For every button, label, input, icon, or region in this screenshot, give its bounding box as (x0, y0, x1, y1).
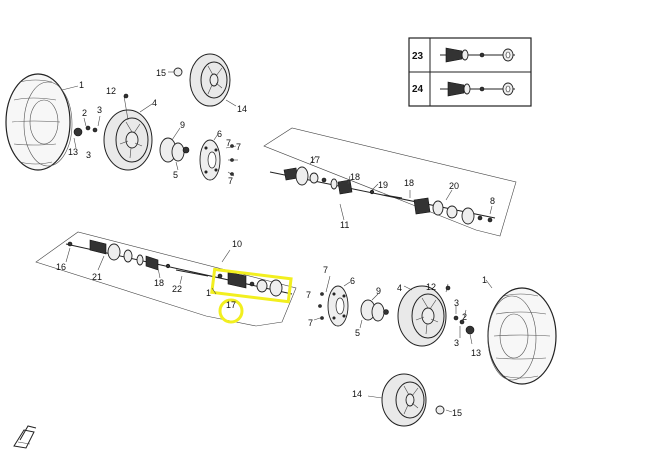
callout-1-right: 1 (482, 275, 487, 285)
callout-7-right-c: 7 (308, 318, 313, 328)
tire-right (487, 287, 557, 385)
callout-3-right-a: 3 (454, 298, 459, 308)
callout-1-left: 1 (79, 80, 84, 90)
callout-15-top: 15 (156, 68, 166, 78)
callout-4-left: 4 (152, 98, 157, 108)
callout-7-right-b: 7 (306, 290, 311, 300)
callout-22: 22 (172, 284, 182, 294)
callout-7-left-b: 7 (236, 142, 241, 152)
highlight-box-part-17 (210, 267, 293, 304)
legend-panel: 23 24 (408, 37, 532, 107)
callout-18-a: 18 (350, 172, 360, 182)
callout-19: 19 (378, 180, 388, 190)
callout-3-right-b: 3 (454, 338, 459, 348)
legend-row-23-number: 23 (412, 51, 424, 62)
callout-14-top: 14 (237, 104, 247, 114)
cv-joint-assembly-17 (217, 271, 283, 297)
callout-9-left: 9 (180, 120, 185, 130)
callout-21: 21 (92, 272, 102, 282)
callout-12-right: 12 (426, 282, 436, 292)
hub-right (360, 299, 389, 322)
callout-2-right: 2 (462, 312, 467, 322)
callout-20: 20 (449, 181, 459, 191)
callout-4-right: 4 (397, 283, 402, 293)
callout-6-left: 6 (217, 129, 222, 139)
callout-2-left: 2 (82, 108, 87, 118)
callout-11: 11 (340, 220, 349, 230)
callout-1-lower-shaft: 1 (206, 288, 211, 298)
spare-wheel-top (189, 53, 231, 107)
highlight-circle-callout-17 (218, 298, 244, 324)
callout-14-bottom: 14 (352, 389, 362, 399)
legend-row-24-number: 24 (412, 84, 424, 95)
legend-row-23-shaft-icon (440, 47, 515, 63)
callout-5-left: 5 (173, 170, 178, 180)
legend-row-24-shaft-icon (440, 81, 515, 97)
callout-3-left-a: 3 (97, 105, 102, 115)
callout-18-b: 18 (404, 178, 414, 188)
wheel-rim-left (103, 109, 153, 171)
spare-wheel-bottom (381, 373, 427, 427)
hub-left (159, 137, 190, 163)
brake-disc-left (199, 139, 221, 181)
callout-13-left: 13 (68, 147, 78, 157)
brake-disc-right (327, 285, 349, 327)
callout-7-left-a: 7 (226, 138, 231, 148)
callout-15-bottom: 15 (452, 408, 462, 418)
upper-shaft-group (263, 127, 517, 237)
callout-3-left-b: 3 (86, 150, 91, 160)
callout-13-right: 13 (471, 348, 481, 358)
callout-8: 8 (490, 196, 495, 206)
callout-7-left-c: 7 (228, 176, 233, 186)
callout-10: 10 (232, 239, 242, 249)
tire-left (5, 73, 73, 171)
callout-17-bottom: 17 (226, 300, 236, 310)
callout-18-lower: 18 (154, 278, 164, 288)
lower-shaft-group (35, 231, 297, 327)
callout-6-right: 6 (350, 276, 355, 286)
callout-9-right: 9 (376, 286, 381, 296)
callout-17-top: 17 (310, 155, 320, 165)
callout-5-right: 5 (355, 328, 360, 338)
callout-16: 16 (56, 262, 66, 272)
wheel-rim-right (397, 285, 447, 347)
callout-7-right-a: 7 (323, 265, 328, 275)
callout-12-left: 12 (106, 86, 116, 96)
front-direction-arrow-icon (13, 425, 37, 449)
